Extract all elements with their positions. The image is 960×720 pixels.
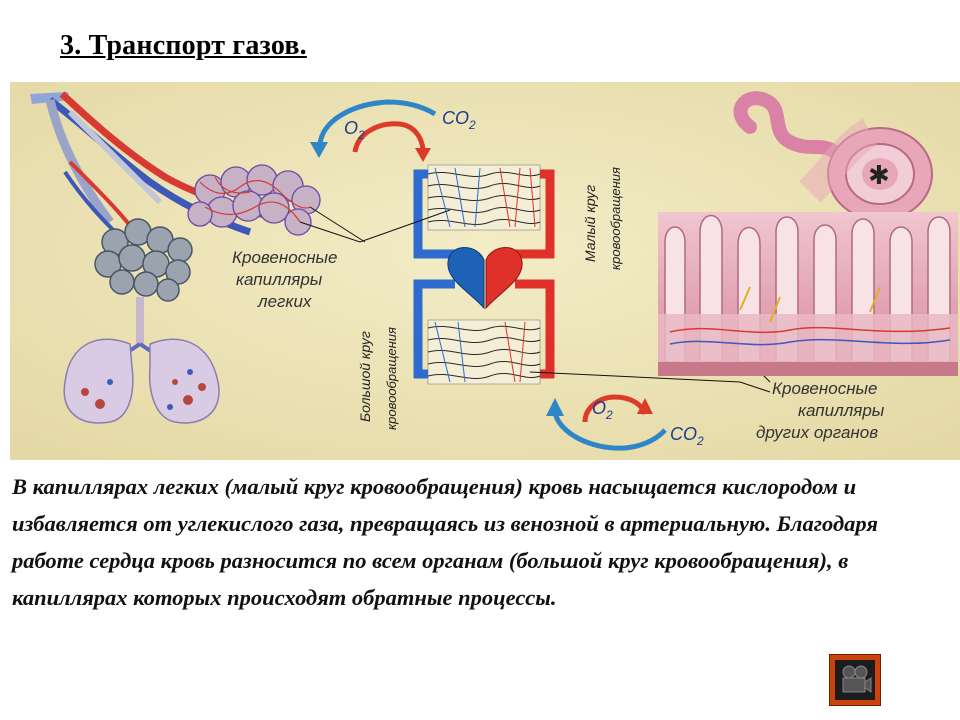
lung-capillaries-label-3: легких (257, 292, 312, 311)
slide-title: 3. Транспорт газов. (60, 30, 307, 61)
bottom-o2-label: O (592, 398, 606, 418)
lung-alveoli-illustration (30, 91, 321, 302)
arrow-up-icon (546, 398, 564, 416)
lung-capillaries-label-1: Кровеносные (232, 248, 338, 267)
top-co2-sub: 2 (468, 118, 476, 132)
circulation-schematic (413, 164, 555, 385)
top-co2-label: CO (442, 108, 469, 128)
small-circle-label-1: Малый круг (582, 185, 598, 262)
svg-text:CO2: CO2 (442, 108, 476, 132)
body-paragraph: В капиллярах легких (малый круг кровообр… (12, 474, 878, 610)
organ-capillaries-label-2: капилляры (798, 401, 885, 420)
bottom-o2-sub: 2 (605, 408, 613, 422)
svg-text:O2: O2 (592, 398, 613, 422)
heart-icon (447, 247, 485, 310)
top-o2-sub: 2 (357, 128, 365, 142)
organ-capillaries-label-3: других органов (756, 423, 878, 442)
big-circle-label-1: Большой круг (357, 331, 373, 422)
arrow-up-icon (637, 398, 653, 414)
arrow-up-icon (310, 142, 328, 158)
big-circle-label-2: кровообращения (384, 327, 399, 430)
bottom-gas-exchange-arrows (546, 394, 667, 451)
top-o2-label: O (344, 118, 358, 138)
lung-capillaries-label-2: капилляры (236, 270, 323, 289)
lungs-illustration (63, 297, 220, 424)
svg-text:O2: O2 (344, 118, 365, 142)
arrow-down-icon (415, 148, 431, 162)
bottom-co2-sub: 2 (696, 434, 704, 448)
film-reel-icon (835, 660, 875, 700)
media-nav-button[interactable] (829, 654, 881, 706)
small-circle-label-2: кровообращения (608, 167, 623, 270)
gas-transport-figure: O2 CO2 O2 CO2 Кровеносные капилляры легк… (10, 82, 960, 460)
svg-text:CO2: CO2 (670, 424, 704, 448)
asterisk-icon: ✱ (868, 160, 890, 190)
intestine-tissue-illustration: ✱ (658, 91, 958, 376)
organ-capillaries-label-1: Кровеносные (772, 379, 878, 398)
bottom-co2-label: CO (670, 424, 697, 444)
top-gas-exchange-arrows (310, 99, 437, 162)
